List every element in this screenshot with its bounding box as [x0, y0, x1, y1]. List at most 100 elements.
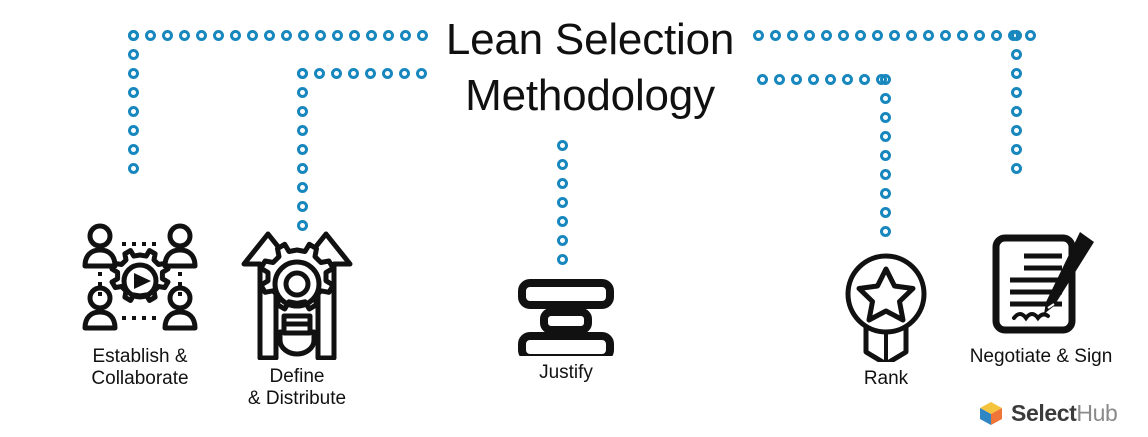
connector-dot	[880, 131, 891, 142]
step-negotiate-sign[interactable]: Negotiate & Sign	[948, 228, 1134, 368]
connector-dot	[128, 163, 139, 174]
connector-dot	[297, 182, 308, 193]
connector-dot	[297, 144, 308, 155]
connector-dot	[940, 30, 951, 41]
connector-dot	[791, 74, 802, 85]
connector-dot	[128, 87, 139, 98]
connector-dot	[774, 74, 785, 85]
stacked-bars-icon	[518, 279, 614, 356]
connector-dot	[821, 30, 832, 41]
connector-dot	[880, 150, 891, 161]
connector-dot	[332, 30, 343, 41]
connector-dot	[365, 68, 376, 79]
connector-dot	[1025, 30, 1036, 41]
connector-dot	[1011, 30, 1022, 41]
connector-dot	[842, 74, 853, 85]
medal-star-icon	[845, 253, 927, 362]
connector-dot	[315, 30, 326, 41]
connector-dot	[770, 30, 781, 41]
connector-dot	[859, 74, 870, 85]
connector-dot	[880, 93, 891, 104]
connector-dot	[1011, 163, 1022, 174]
connector-dot	[557, 140, 568, 151]
connector-dot	[298, 30, 309, 41]
connector-dot	[264, 30, 275, 41]
step-label-establish-collaborate: Establish & Collaborate	[91, 346, 189, 390]
connector-dot	[196, 30, 207, 41]
connector-dot	[557, 216, 568, 227]
step-rank[interactable]: Rank	[816, 252, 956, 390]
step-label-define-distribute: Define & Distribute	[247, 366, 347, 410]
connector-dot	[348, 68, 359, 79]
connector-dot	[281, 30, 292, 41]
connector-dot	[297, 163, 308, 174]
connector-dot	[906, 30, 917, 41]
connector-dot	[297, 68, 308, 79]
connector-dot	[557, 254, 568, 265]
connector-dot	[162, 30, 173, 41]
connector-dot	[230, 30, 241, 41]
document-pen-signature-icon	[992, 232, 1094, 334]
connector-dot	[872, 30, 883, 41]
connector-dot	[880, 169, 891, 180]
connector-dot	[880, 207, 891, 218]
connector-dot	[880, 188, 891, 199]
step-label-rank: Rank	[863, 368, 909, 389]
connector-dot	[179, 30, 190, 41]
connector-dot	[757, 74, 768, 85]
connector-dot	[297, 220, 308, 231]
logo-text-hub: Hub	[1076, 399, 1118, 426]
step-justify[interactable]: Justify	[494, 278, 638, 384]
connector-dot	[880, 226, 891, 237]
logo-text-select: Select	[1011, 399, 1077, 426]
connector-dot	[923, 30, 934, 41]
connector-dot	[787, 30, 798, 41]
connector-dot	[247, 30, 258, 41]
connector-dot	[297, 125, 308, 136]
connector-dot	[991, 30, 1002, 41]
connector-dot	[349, 30, 360, 41]
step-establish-collaborate[interactable]: Establish & Collaborate	[52, 222, 228, 391]
connector-dot	[1011, 49, 1022, 60]
connector-dot	[1011, 125, 1022, 136]
connector-dot	[855, 30, 866, 41]
page-title: Lean Selection Methodology	[445, 15, 735, 121]
connector-dot	[297, 201, 308, 212]
connector-dot	[808, 74, 819, 85]
connector-dot	[974, 30, 985, 41]
connector-dot	[382, 68, 393, 79]
connector-dot	[399, 68, 410, 79]
connector-dot	[417, 30, 428, 41]
connector-dot	[889, 30, 900, 41]
connector-dot	[557, 235, 568, 246]
connector-dot	[128, 68, 139, 79]
connector-dot	[753, 30, 764, 41]
connector-dot	[297, 106, 308, 117]
connector-dot	[128, 144, 139, 155]
connector-dot	[128, 30, 139, 41]
connector-dot	[1011, 68, 1022, 79]
connector-dot	[880, 74, 891, 85]
connector-dot	[128, 49, 139, 60]
connector-dot	[297, 87, 308, 98]
connector-dot	[314, 68, 325, 79]
people-gear-play-icon	[82, 223, 198, 331]
selecthub-cube-icon	[980, 402, 1002, 425]
connector-dot	[838, 30, 849, 41]
connector-dot	[383, 30, 394, 41]
connector-dot	[128, 125, 139, 136]
step-label-justify: Justify	[539, 362, 593, 383]
connector-dot	[557, 159, 568, 170]
selecthub-logo[interactable]: SelectHub	[978, 399, 1118, 426]
connector-dot	[804, 30, 815, 41]
step-define-distribute[interactable]: Define & Distribute	[212, 230, 382, 411]
connector-dot	[128, 106, 139, 117]
connector-dot	[957, 30, 968, 41]
connector-dot	[880, 112, 891, 123]
connector-dot	[145, 30, 156, 41]
connector-dot	[1011, 144, 1022, 155]
connector-dot	[557, 197, 568, 208]
play-triangle-icon	[134, 273, 151, 289]
connector-dot	[213, 30, 224, 41]
